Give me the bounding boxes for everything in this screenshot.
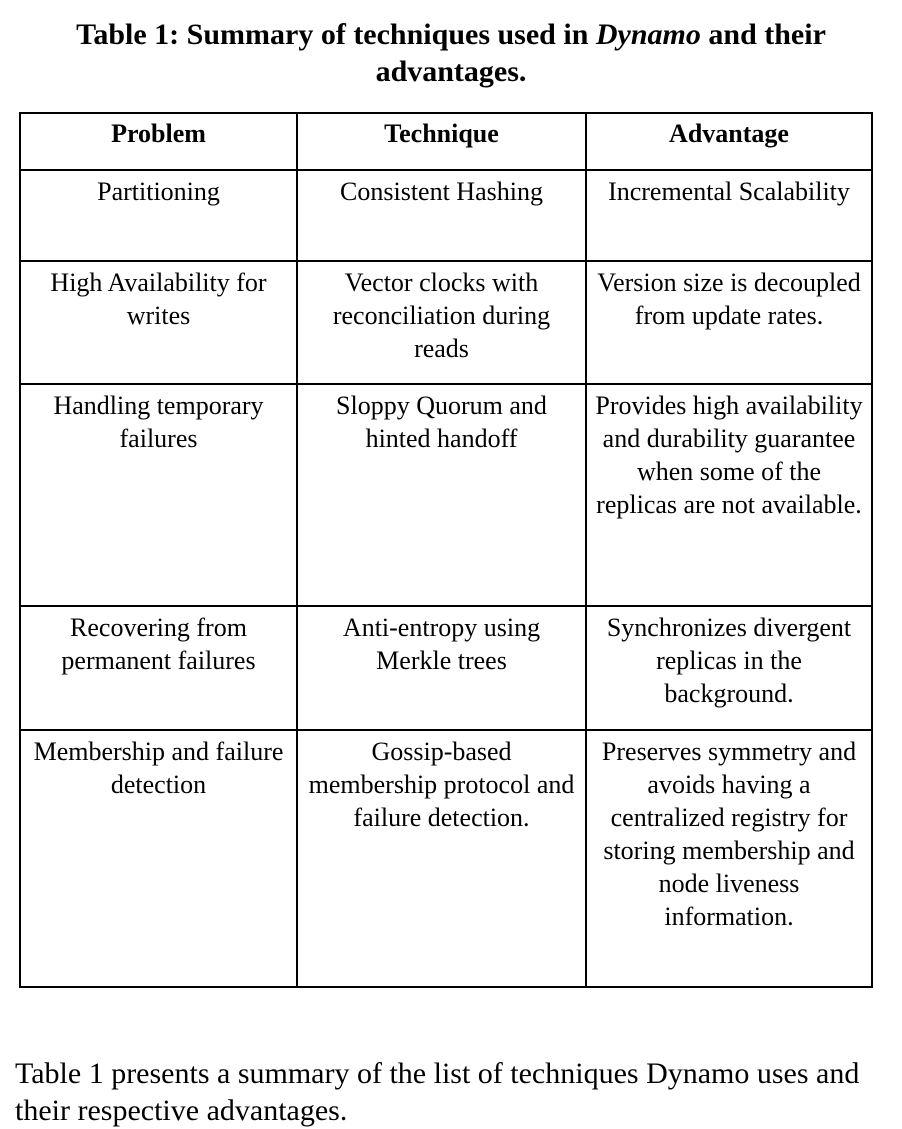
body-paragraph: Table 1 presents a summary of the list o… <box>15 1057 860 1127</box>
header-problem: Problem <box>19 112 298 171</box>
cell-technique: Gossip-based membership protocol and fai… <box>296 729 587 988</box>
cell-advantage: Preserves symmetry and avoids having a c… <box>585 729 873 988</box>
table-header-row: Problem Technique Advantage <box>19 112 873 171</box>
cell-technique: Vector clocks with reconciliation during… <box>296 260 587 385</box>
cell-advantage: Synchronizes divergent replicas in the b… <box>585 605 873 731</box>
table-row: Partitioning Consistent Hashing Incremen… <box>19 169 873 262</box>
table-row: Handling temporary failures Sloppy Quoru… <box>19 383 873 607</box>
cell-problem: Membership and failure detection <box>19 729 298 988</box>
table-row: Membership and failure detection Gossip-… <box>19 729 873 988</box>
header-technique: Technique <box>296 112 587 171</box>
header-advantage: Advantage <box>585 112 873 171</box>
table-caption: Table 1: Summary of techniques used in D… <box>40 16 862 90</box>
caption-italic-dynamo: Dynamo <box>595 18 701 51</box>
caption-suffix: and their advantages. <box>375 18 826 88</box>
cell-technique: Anti-entropy using Merkle trees <box>296 605 587 731</box>
techniques-table: Problem Technique Advantage Partitioning… <box>19 112 873 988</box>
cell-technique: Consistent Hashing <box>296 169 587 262</box>
cell-advantage: Provides high availability and durabilit… <box>585 383 873 607</box>
table-row: High Availability for writes Vector cloc… <box>19 260 873 385</box>
caption-prefix: Table 1: Summary of techniques used in <box>76 18 596 51</box>
table-row: Recovering from permanent failures Anti-… <box>19 605 873 731</box>
cell-problem: Partitioning <box>19 169 298 262</box>
cell-technique: Sloppy Quorum and hinted handoff <box>296 383 587 607</box>
cell-advantage: Incremental Scalability <box>585 169 873 262</box>
cell-problem: Handling temporary failures <box>19 383 298 607</box>
cell-advantage: Version size is decoupled from update ra… <box>585 260 873 385</box>
cell-problem: High Availability for writes <box>19 260 298 385</box>
cell-problem: Recovering from permanent failures <box>19 605 298 731</box>
